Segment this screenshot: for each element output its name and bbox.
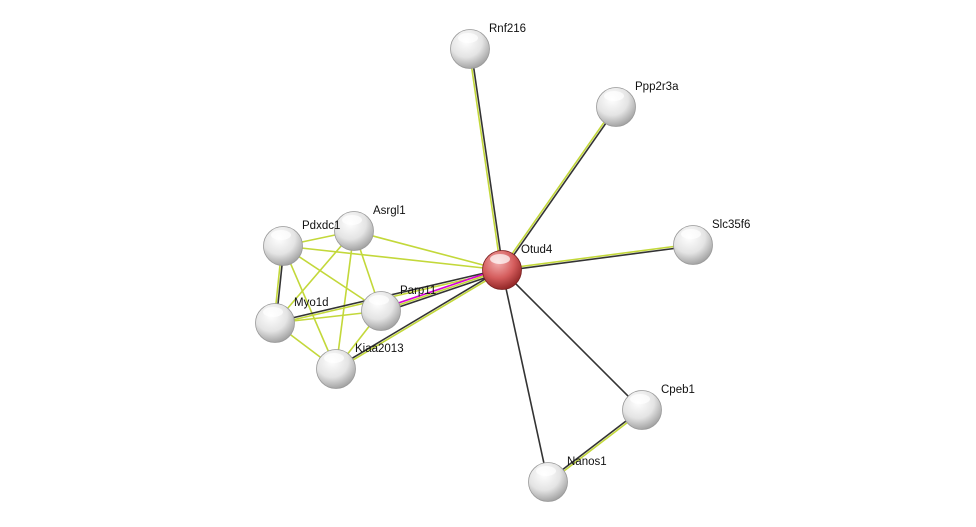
node-highlight: [324, 353, 344, 363]
node-kiaa2013[interactable]: Kiaa2013: [316, 343, 404, 389]
node-highlight: [458, 33, 478, 43]
edge-rnf216-otud4-coexpression[interactable]: [470, 48, 504, 270]
node-highlight: [630, 394, 650, 404]
node-label: Cpeb1: [661, 384, 695, 396]
edge-ppp2r3a-otud4-coexpression[interactable]: [502, 107, 618, 272]
edge-asrgl1-myo1d-textmining[interactable]: [274, 230, 355, 324]
node-myo1d[interactable]: Myo1d: [255, 297, 329, 343]
edge-slc35f6-otud4-coexpression[interactable]: [502, 245, 694, 272]
edge-kiaa2013-otud4-textmining[interactable]: [336, 270, 503, 371]
edge-parp11-otud4-coexpression[interactable]: [381, 271, 503, 314]
node-label: Asrgl1: [373, 205, 406, 217]
node-label: Parp11: [400, 285, 436, 297]
edge-pdxdc1-otud4-textmining[interactable]: [282, 245, 503, 271]
node-label: Nanos1: [567, 456, 607, 468]
edge-asrgl1-kiaa2013-textmining[interactable]: [335, 230, 355, 370]
node-highlight: [681, 229, 701, 239]
node-highlight: [271, 230, 291, 240]
node-label: Myo1d: [294, 297, 329, 309]
node-nanos1[interactable]: Nanos1: [528, 456, 607, 502]
node-highlight: [604, 91, 624, 101]
edge-slc35f6-otud4-textmining[interactable]: [501, 243, 693, 270]
node-highlight: [263, 307, 283, 317]
node-label: Slc35f6: [712, 219, 750, 231]
node-rnf216[interactable]: Rnf216: [450, 23, 527, 69]
node-parp11[interactable]: Parp11: [361, 285, 437, 331]
node-highlight: [342, 215, 362, 225]
node-slc35f6[interactable]: Slc35f6: [673, 219, 751, 265]
node-label: Ppp2r3a: [635, 81, 679, 93]
edge-parp11-otud4-experiments[interactable]: [380, 267, 502, 310]
edge-asrgl1-otud4-textmining[interactable]: [353, 230, 503, 271]
node-label: Kiaa2013: [355, 343, 404, 355]
edge-nanos1-otud4-coexpression[interactable]: [501, 269, 549, 483]
node-label: Pdxdc1: [302, 220, 340, 232]
node-ppp2r3a[interactable]: Ppp2r3a: [596, 81, 680, 127]
edge-pdxdc1-kiaa2013-textmining[interactable]: [282, 245, 337, 370]
node-label: Otud4: [521, 244, 553, 256]
edge-kiaa2013-otud4-coexpression[interactable]: [335, 268, 502, 369]
edge-parp11-otud4-textmining[interactable]: [380, 269, 503, 312]
node-highlight: [536, 466, 556, 476]
node-pdxdc1[interactable]: Pdxdc1: [263, 220, 341, 266]
edge-cpeb1-otud4-coexpression[interactable]: [501, 269, 643, 411]
node-highlight: [490, 254, 510, 264]
node-cpeb1[interactable]: Cpeb1: [622, 384, 695, 430]
edge-rnf216-otud4-textmining[interactable]: [468, 49, 502, 271]
node-highlight: [369, 295, 389, 305]
node-asrgl1[interactable]: Asrgl1: [334, 205, 406, 251]
node-otud4[interactable]: Otud4: [482, 244, 553, 290]
edge-ppp2r3a-otud4-textmining[interactable]: [500, 105, 616, 270]
node-label: Rnf216: [489, 23, 526, 35]
